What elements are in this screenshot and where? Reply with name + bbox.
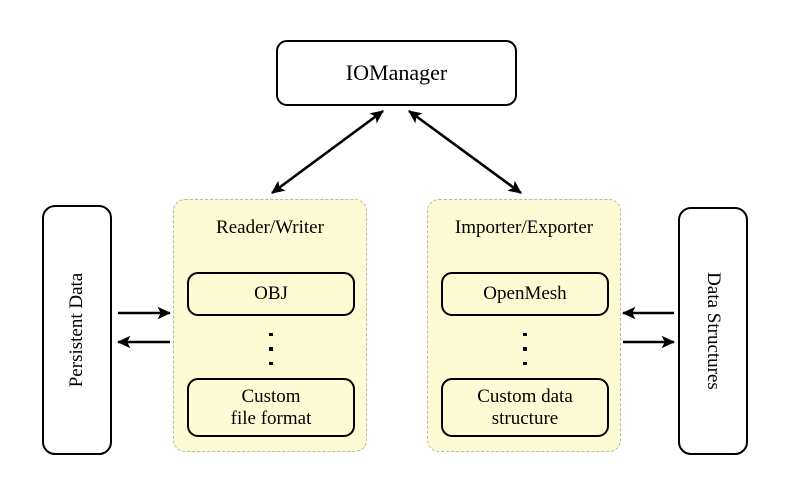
- node-iomanager-label: IOManager: [345, 59, 448, 85]
- node-persistent-data-label: Persistent Data: [66, 272, 87, 388]
- group-importer-exporter-title: Importer/Exporter: [454, 217, 594, 238]
- group-reader-writer-title: Reader/Writer: [216, 217, 324, 238]
- group-reader-writer[interactable]: Reader/Writer OBJ Custom file format: [173, 199, 367, 452]
- node-data-structures-label: Data Structures: [703, 272, 724, 390]
- node-data-structures[interactable]: Data Structures: [678, 207, 748, 455]
- node-openmesh-label: OpenMesh: [483, 283, 567, 305]
- node-openmesh[interactable]: OpenMesh: [441, 272, 609, 316]
- connector-manager-readerwriter: [271, 109, 384, 195]
- node-custom-file-format-line2: file format: [230, 407, 312, 429]
- node-persistent-data[interactable]: Persistent Data: [42, 205, 112, 455]
- node-custom-file-format[interactable]: Custom file format: [187, 378, 355, 437]
- group-importer-exporter[interactable]: Importer/Exporter OpenMesh Custom data s…: [427, 199, 621, 452]
- node-custom-data-structure[interactable]: Custom data structure: [441, 378, 609, 437]
- node-custom-data-structure-line1: Custom data: [477, 386, 573, 408]
- node-custom-data-structure-line2: structure: [491, 407, 559, 429]
- ellipsis-reader-writer: [264, 333, 278, 365]
- ellipsis-importer-exporter: [518, 333, 532, 365]
- node-obj[interactable]: OBJ: [187, 272, 355, 316]
- node-obj-label: OBJ: [254, 283, 288, 305]
- node-iomanager[interactable]: IOManager: [276, 40, 517, 106]
- node-custom-file-format-line1: Custom: [241, 386, 301, 408]
- connector-manager-importerexporter: [408, 109, 522, 195]
